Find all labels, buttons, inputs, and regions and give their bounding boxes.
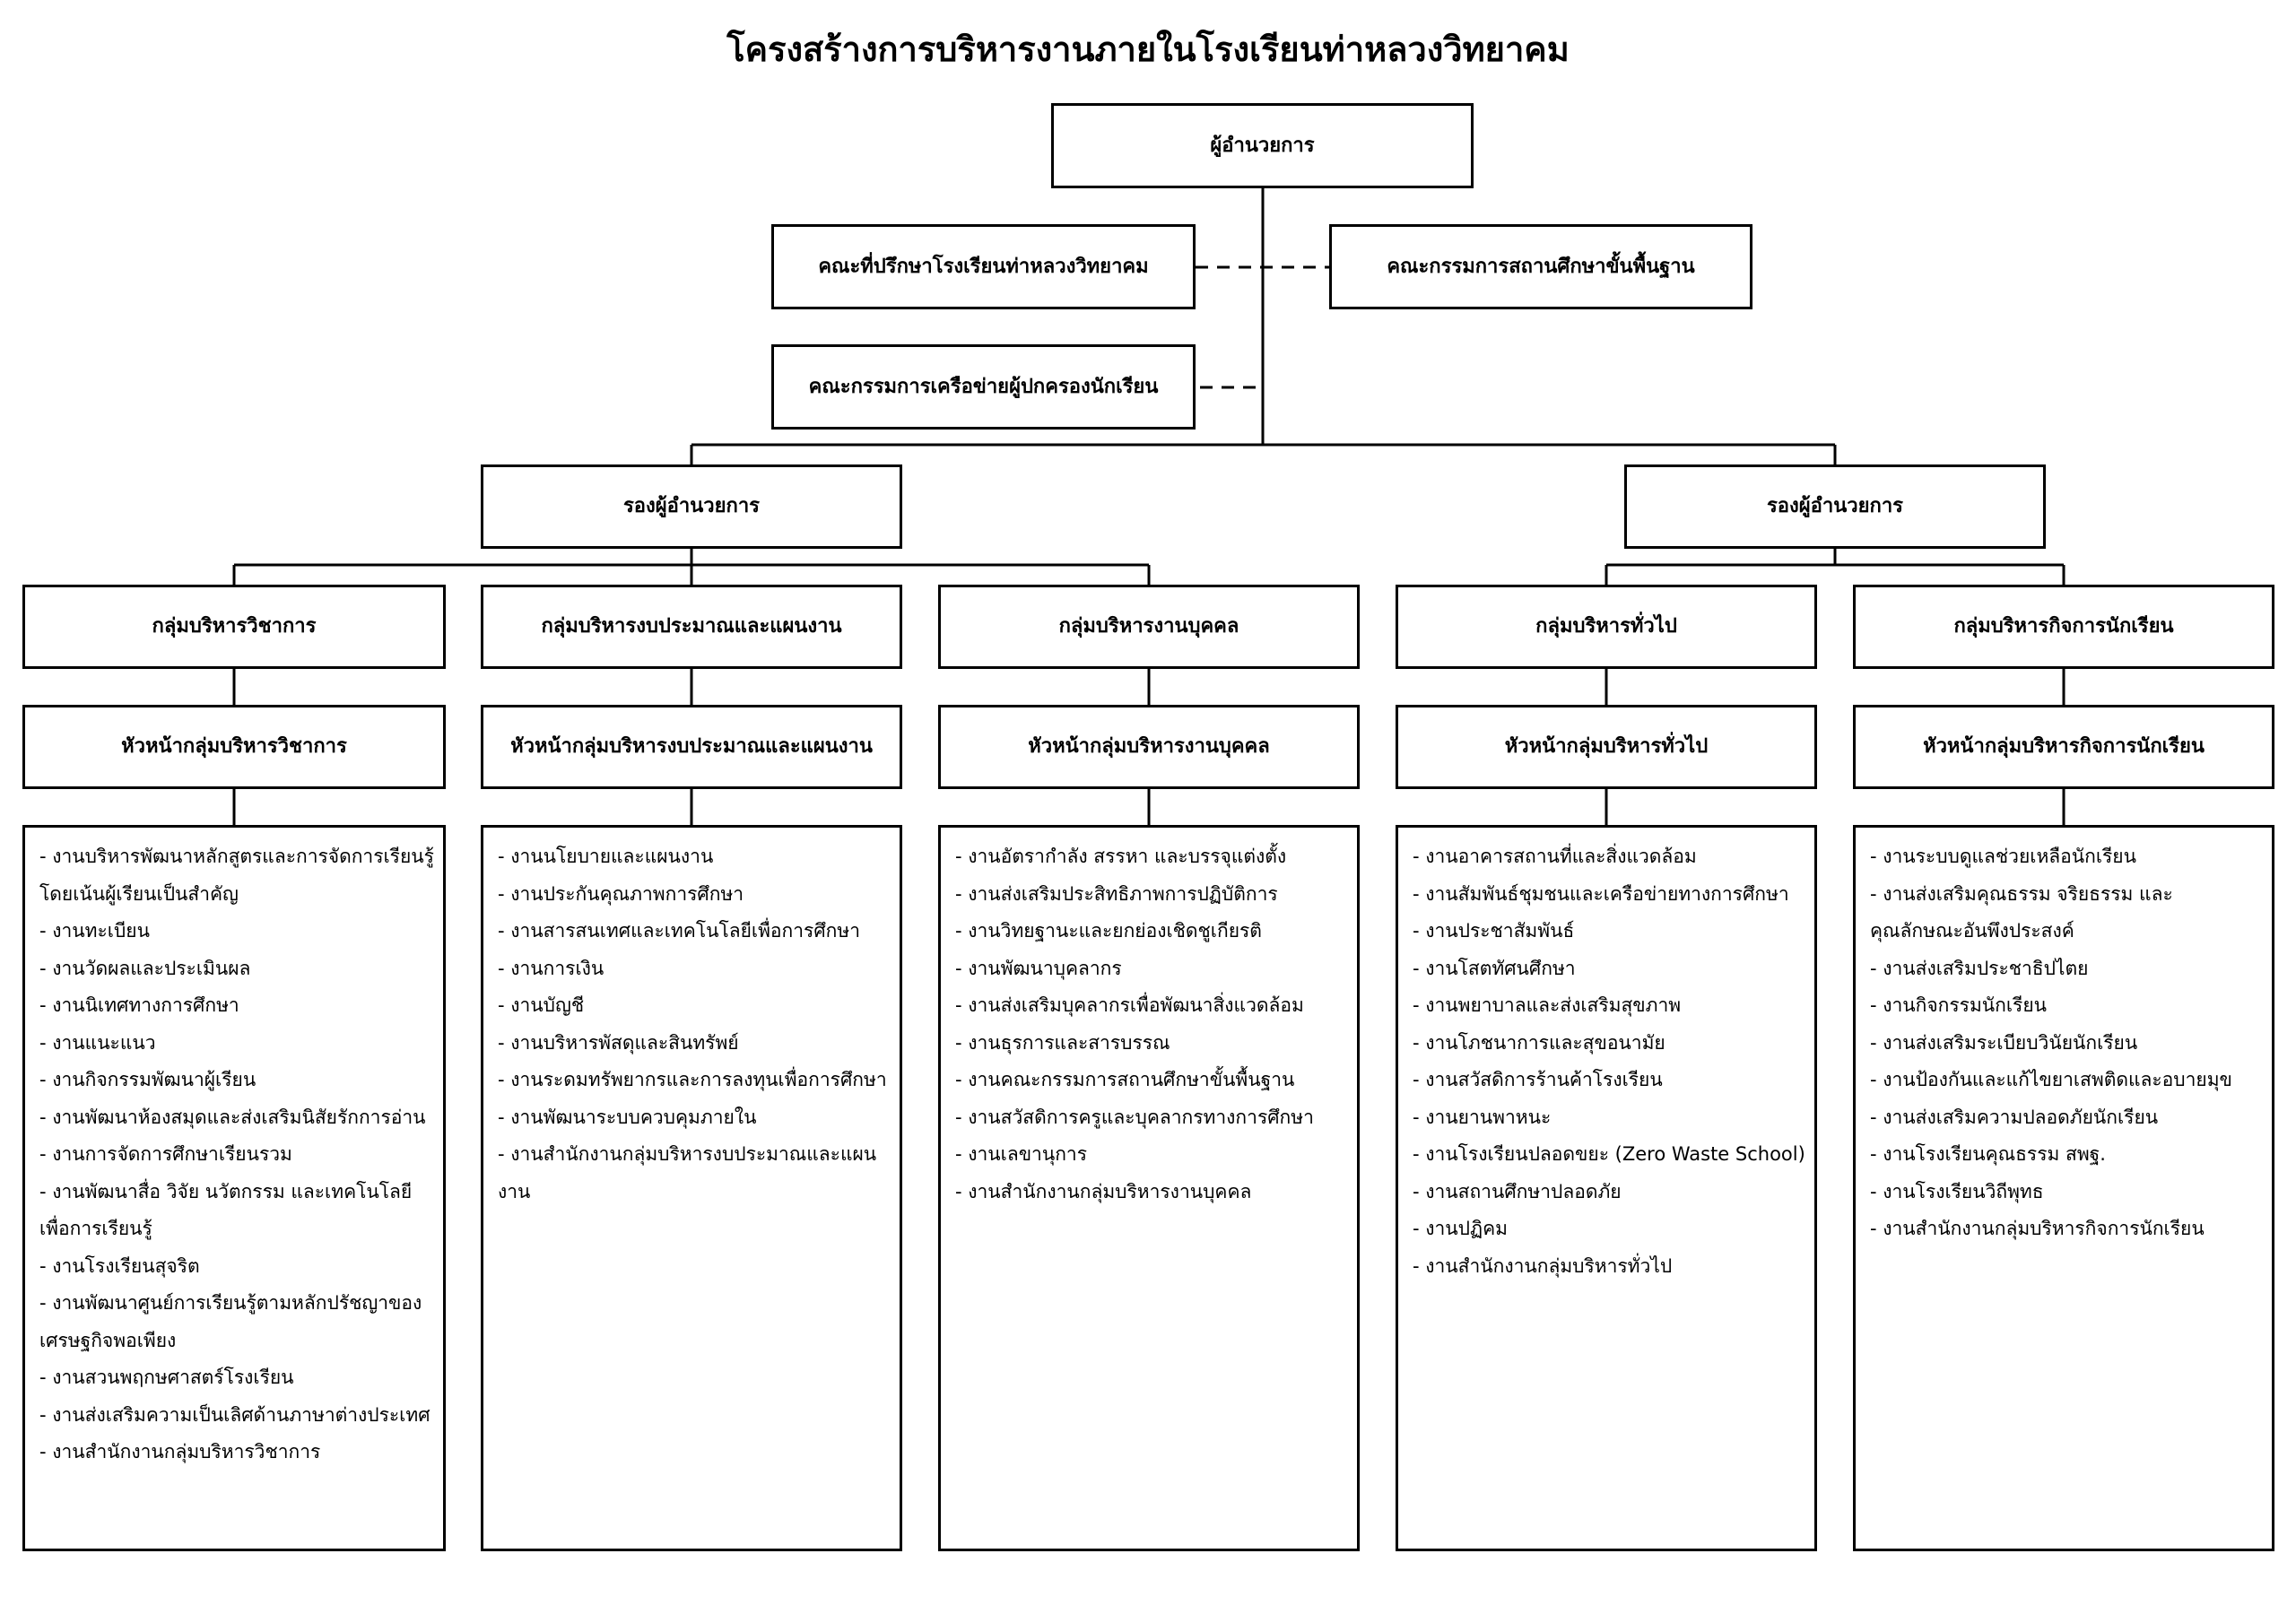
director-label: ผู้อำนวยการ — [1210, 134, 1315, 157]
list-item: - งานทะเบียน — [39, 920, 150, 942]
list-item: - งานสำนักงานกลุ่มบริหารงานบุคคล — [955, 1180, 1252, 1202]
list-item: - งานโรงเรียนวิถีพุทธ — [1870, 1180, 2044, 1202]
group-budget-planning-box: กลุ่มบริหารงบประมาณและแผนงาน — [481, 585, 902, 669]
tasks-general-admin-box: - งานอาคารสถานที่และสิ่งแวดล้อม - งานสัม… — [1396, 825, 1817, 1551]
list-item: - งานพัฒนาระบบควบคุมภายใน — [498, 1106, 757, 1128]
tasks-general-admin-list: - งานอาคารสถานที่และสิ่งแวดล้อม - งานสัม… — [1413, 838, 1807, 1285]
list-item: - งานกิจกรรมพัฒนาผู้เรียน — [39, 1069, 257, 1090]
group-general-admin-box: กลุ่มบริหารทั่วไป — [1396, 585, 1817, 669]
tasks-academic-box: - งานบริหารพัฒนาหลักสูตรและการจัดการเรีย… — [22, 825, 446, 1551]
list-item: - งานธุรการและสารบรรณ — [955, 1031, 1170, 1054]
list-item: - งานนิเทศทางการศึกษา — [39, 994, 239, 1016]
tasks-personnel-box: - งานอัตรากำลัง สรรหา และบรรจุแต่งตั้ง -… — [938, 825, 1360, 1551]
list-item: - งานสำนักงานกลุ่มบริหารทั่วไป — [1413, 1254, 1673, 1277]
list-item: - งานโรงเรียนสุจริต — [39, 1254, 200, 1277]
list-item: - งานอาคารสถานที่และสิ่งแวดล้อม — [1413, 846, 1697, 867]
head-academic-label: หัวหน้ากลุ่มบริหารวิชาการ — [121, 735, 347, 759]
deputy-director-right-box: รองผู้อำนวยการ — [1624, 464, 2046, 549]
list-item: - งานส่งเสริมความเป็นเลิศด้านภาษาต่างประ… — [39, 1403, 430, 1426]
list-item: - งานบริหารพัสดุและสินทรัพย์ — [498, 1031, 739, 1054]
list-item: - งานการเงิน — [498, 957, 604, 979]
list-item: - งานระดมทรัพยากรและการลงทุนเพื่อการศึกษ… — [498, 1069, 887, 1090]
deputy-director-right-label: รองผู้อำนวยการ — [1766, 495, 1903, 518]
list-item: - งานวัดผลและประเมินผล — [39, 957, 251, 979]
list-item: - งานสวัสดิการร้านค้าโรงเรียน — [1413, 1069, 1663, 1090]
head-general-admin-box: หัวหน้ากลุ่มบริหารทั่วไป — [1396, 705, 1817, 789]
head-personnel-label: หัวหน้ากลุ่มบริหารงานบุคคล — [1028, 735, 1270, 759]
list-item: - งานสวัสดิการครูและบุคลากรทางการศึกษา — [955, 1106, 1314, 1128]
head-student-affairs-label: หัวหน้ากลุ่มบริหารกิจการนักเรียน — [1923, 735, 2205, 759]
basic-education-committee-label: คณะกรรมการสถานศึกษาขั้นพื้นฐาน — [1387, 255, 1695, 278]
list-item: - งานอัตรากำลัง สรรหา และบรรจุแต่งตั้ง — [955, 846, 1287, 867]
group-personnel-label: กลุ่มบริหารงานบุคคล — [1058, 615, 1239, 638]
list-item: - งานส่งเสริมความปลอดภัยนักเรียน — [1870, 1106, 2159, 1128]
advisory-committee-label: คณะที่ปรึกษาโรงเรียนท่าหลวงวิทยาคม — [818, 255, 1149, 278]
group-student-affairs-label: กลุ่มบริหารกิจการนักเรียน — [1953, 615, 2174, 638]
list-item: - งานบัญชี — [498, 994, 585, 1016]
head-personnel-box: หัวหน้ากลุ่มบริหารงานบุคคล — [938, 705, 1360, 789]
group-student-affairs-box: กลุ่มบริหารกิจการนักเรียน — [1853, 585, 2274, 669]
list-item: - งานบริหารพัฒนาหลักสูตรและการจัดการเรีย… — [39, 846, 434, 905]
list-item: - งานโภชนาการและสุขอนามัย — [1413, 1031, 1665, 1054]
list-item: - งานพยาบาลและส่งเสริมสุขภาพ — [1413, 994, 1682, 1016]
list-item: - งานสำนักงานกลุ่มบริหารวิชาการ — [39, 1441, 321, 1462]
group-personnel-box: กลุ่มบริหารงานบุคคล — [938, 585, 1360, 669]
list-item: - งานประชาสัมพันธ์ — [1413, 920, 1575, 942]
tasks-academic-list: - งานบริหารพัฒนาหลักสูตรและการจัดการเรีย… — [39, 838, 436, 1471]
tasks-budget-planning-box: - งานนโยบายและแผนงาน - งานประกันคุณภาพกา… — [481, 825, 902, 1551]
list-item: - งานพัฒนาศูนย์การเรียนรู้ตามหลักปรัชญาข… — [39, 1292, 422, 1351]
list-item: - งานนโยบายและแผนงาน — [498, 846, 714, 867]
tasks-budget-planning-list: - งานนโยบายและแผนงาน - งานประกันคุณภาพกา… — [498, 838, 892, 1211]
group-general-admin-label: กลุ่มบริหารทั่วไป — [1535, 615, 1677, 638]
tasks-personnel-list: - งานอัตรากำลัง สรรหา และบรรจุแต่งตั้ง -… — [955, 838, 1350, 1211]
list-item: - งานยานพาหนะ — [1413, 1106, 1552, 1128]
list-item: - งานสัมพันธ์ชุมชนและเครือข่ายทางการศึกษ… — [1413, 882, 1789, 905]
list-item: - งานสารสนเทศและเทคโนโลยีเพื่อการศึกษา — [498, 920, 861, 942]
list-item: - งานโสตทัศนศึกษา — [1413, 957, 1576, 979]
chart-title: โครงสร้างการบริหารงานภายในโรงเรียนท่าหลว… — [726, 30, 1570, 69]
list-item: - งานวิทยฐานะและยกย่องเชิดชูเกียรติ — [955, 920, 1262, 942]
parent-network-committee-box: คณะกรรมการเครือข่ายผู้ปกครองนักเรียน — [771, 344, 1196, 430]
parent-network-committee-label: คณะกรรมการเครือข่ายผู้ปกครองนักเรียน — [808, 375, 1159, 398]
list-item: - งานกิจกรรมนักเรียน — [1870, 994, 2047, 1016]
list-item: - งานคณะกรรมการสถานศึกษาขั้นพื้นฐาน — [955, 1069, 1295, 1090]
list-item: - งานเลขานุการ — [955, 1143, 1087, 1165]
head-general-admin-label: หัวหน้ากลุ่มบริหารทั่วไป — [1504, 735, 1709, 759]
deputy-director-left-box: รองผู้อำนวยการ — [481, 464, 902, 549]
director-box: ผู้อำนวยการ — [1051, 103, 1474, 188]
deputy-director-left-label: รองผู้อำนวยการ — [622, 495, 760, 518]
head-budget-planning-label: หัวหน้ากลุ่มบริหารงบประมาณและแผนงาน — [510, 735, 873, 759]
head-student-affairs-box: หัวหน้ากลุ่มบริหารกิจการนักเรียน — [1853, 705, 2274, 789]
list-item: - งานโรงเรียนคุณธรรม สพฐ. — [1870, 1143, 2106, 1165]
list-item: - งานพัฒนาสื่อ วิจัย นวัตกรรม และเทคโนโล… — [39, 1180, 413, 1240]
list-item: - งานโรงเรียนปลอดขยะ (Zero Waste School) — [1413, 1143, 1805, 1165]
group-academic-box: กลุ่มบริหารวิชาการ — [22, 585, 446, 669]
tasks-student-affairs-list: - งานระบบดูแลช่วยเหลือนักเรียน - งานส่งเ… — [1870, 838, 2265, 1248]
list-item: - งานส่งเสริมประชาธิปไตย — [1870, 957, 2089, 979]
list-item: - งานสถานศึกษาปลอดภัย — [1413, 1180, 1622, 1202]
list-item: - งานสำนักงานกลุ่มบริหารงบประมาณและแผนงา… — [498, 1143, 877, 1202]
list-item: - งานพัฒนาบุคลากร — [955, 957, 1122, 979]
list-item: - งานระบบดูแลช่วยเหลือนักเรียน — [1870, 846, 2136, 867]
group-budget-planning-label: กลุ่มบริหารงบประมาณและแผนงาน — [541, 615, 842, 638]
list-item: - งานส่งเสริมระเบียบวินัยนักเรียน — [1870, 1031, 2138, 1054]
list-item: - งานสวนพฤกษศาสตร์โรงเรียน — [39, 1367, 294, 1388]
list-item: - งานส่งเสริมคุณธรรม จริยธรรม และคุณลักษ… — [1870, 882, 2173, 942]
list-item: - งานสำนักงานกลุ่มบริหารกิจการนักเรียน — [1870, 1218, 2205, 1239]
list-item: - งานส่งเสริมประสิทธิภาพการปฏิบัติการ — [955, 882, 1278, 905]
tasks-student-affairs-box: - งานระบบดูแลช่วยเหลือนักเรียน - งานส่งเ… — [1853, 825, 2274, 1551]
list-item: - งานปฏิคม — [1413, 1218, 1508, 1239]
list-item: - งานส่งเสริมบุคลากรเพื่อพัฒนาสิ่งแวดล้อ… — [955, 994, 1304, 1016]
group-academic-label: กลุ่มบริหารวิชาการ — [152, 615, 317, 638]
advisory-committee-box: คณะที่ปรึกษาโรงเรียนท่าหลวงวิทยาคม — [771, 224, 1196, 309]
list-item: - งานพัฒนาห้องสมุดและส่งเสริมนิสัยรักการ… — [39, 1106, 426, 1128]
basic-education-committee-box: คณะกรรมการสถานศึกษาขั้นพื้นฐาน — [1329, 224, 1752, 309]
list-item: - งานแนะแนว — [39, 1031, 156, 1054]
head-academic-box: หัวหน้ากลุ่มบริหารวิชาการ — [22, 705, 446, 789]
list-item: - งานการจัดการศึกษาเรียนรวม — [39, 1143, 292, 1165]
list-item: - งานประกันคุณภาพการศึกษา — [498, 882, 744, 905]
list-item: - งานป้องกันและแก้ไขยาเสพติดและอบายมุข — [1870, 1069, 2232, 1090]
head-budget-planning-box: หัวหน้ากลุ่มบริหารงบประมาณและแผนงาน — [481, 705, 902, 789]
